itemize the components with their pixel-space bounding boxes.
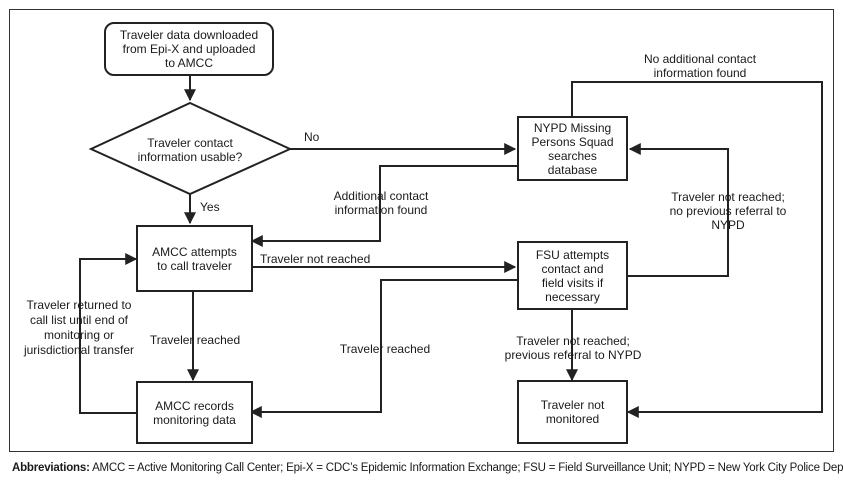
edge-fsu-to-nypd: [628, 143, 729, 277]
edge-fsu-to-records: [249, 279, 517, 418]
footnote-text: AMCC = Active Monitoring Call Center; Ep…: [89, 462, 843, 474]
label-not-reached-referral: Traveler not reached; previous referral …: [504, 334, 642, 362]
label-additional-found: Additional contact information found: [333, 189, 429, 217]
decision-text: Traveler contact information usable?: [137, 136, 243, 164]
amcc-records-node-text: AMCC records monitoring data: [153, 398, 236, 427]
start-node: Traveler data downloaded from Epi-X and …: [104, 22, 274, 76]
nypd-node: NYPD Missing Persons Squad searches data…: [517, 116, 628, 181]
not-monitored-node: Traveler not monitored: [517, 380, 628, 444]
edge-records-loop: [79, 253, 138, 414]
fsu-node-text: FSU attempts contact and field visits if…: [535, 247, 610, 304]
footnote: Abbreviations: AMCC = Active Monitoring …: [12, 462, 843, 474]
amcc-call-node-text: AMCC attempts to call traveler: [152, 244, 237, 273]
amcc-records-node: AMCC records monitoring data: [136, 381, 253, 444]
nypd-node-text: NYPD Missing Persons Squad searches data…: [531, 120, 614, 177]
edge-nypd-to-amcc: [250, 165, 517, 247]
label-not-reached: Traveler not reached: [260, 252, 371, 266]
label-reached-right: Traveler reached: [339, 342, 431, 356]
label-yes: Yes: [200, 200, 220, 214]
decision-diamond: [88, 101, 293, 196]
label-no: No: [304, 130, 320, 144]
label-returned: Traveler returned to call list until end…: [23, 298, 135, 357]
label-no-additional: No additional contact information found: [643, 52, 757, 80]
label-not-reached-no-referral: Traveler not reached; no previous referr…: [669, 190, 787, 232]
label-reached-left: Traveler reached: [149, 333, 241, 347]
edge-nypd-to-not-monitored: [571, 81, 823, 418]
footnote-label: Abbreviations:: [12, 462, 90, 474]
start-node-text: Traveler data downloaded from Epi-X and …: [119, 28, 259, 70]
amcc-call-node: AMCC attempts to call traveler: [136, 225, 253, 292]
diagram-frame: [9, 9, 834, 452]
fsu-node: FSU attempts contact and field visits if…: [517, 241, 628, 310]
not-monitored-node-text: Traveler not monitored: [540, 398, 605, 426]
